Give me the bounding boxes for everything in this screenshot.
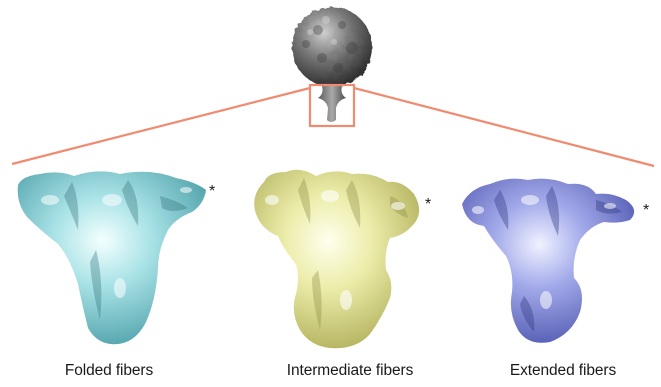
marker-asterisk-folded: * <box>209 184 215 200</box>
caption-extended-fibers: Extended fibers <box>510 362 616 380</box>
extended-fibers-model <box>462 179 634 343</box>
folded-fibers-model <box>18 171 206 344</box>
zoom-line-left <box>12 88 310 164</box>
marker-asterisk-extended: * <box>643 203 649 219</box>
overview-particle <box>292 7 372 122</box>
caption-folded-fibers: Folded fibers <box>65 362 153 380</box>
intermediate-fibers-model <box>254 170 419 348</box>
zoom-line-right <box>354 88 654 166</box>
marker-asterisk-intermediate: * <box>425 197 431 213</box>
caption-intermediate-fibers: Intermediate fibers <box>287 362 413 380</box>
